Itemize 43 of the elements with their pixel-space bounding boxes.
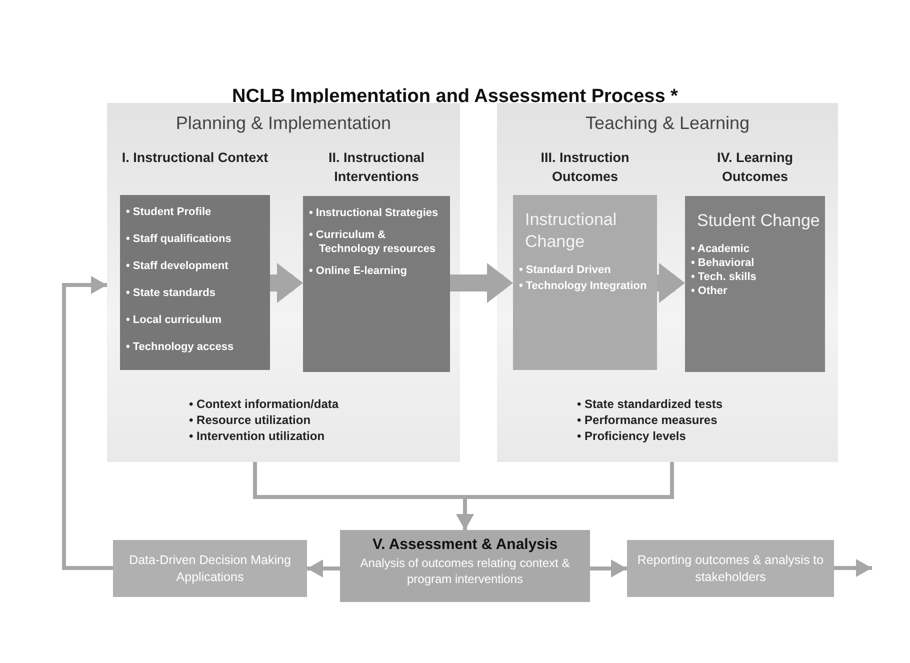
column-heading: II. Instructional Interventions	[327, 149, 426, 186]
process-box: Reporting outcomes & analysis to stakeholders	[627, 540, 834, 597]
measure-item: • Performance measures	[577, 412, 718, 428]
measure-item: • State standardized tests	[577, 396, 723, 412]
list-item: • Tech. skills	[691, 270, 758, 284]
measure-item: • Intervention utilization	[189, 428, 326, 444]
box-title: Student Change	[697, 210, 821, 232]
panel-heading: Planning & Implementation	[174, 113, 392, 134]
measure-item: • Resource utilization	[189, 412, 312, 428]
diagram-title: NCLB Implementation and Assessment Process *	[231, 86, 679, 108]
list-item: • Local curriculum	[126, 313, 223, 327]
list-item: • Online E-learning	[309, 264, 408, 278]
section-panel	[497, 103, 838, 462]
flow-arrow	[270, 263, 303, 303]
list-item: • Student Profile	[126, 205, 212, 219]
box-title: Instructional Change	[525, 209, 618, 253]
box-title: V. Assessment & Analysis	[372, 536, 558, 553]
list-item: • Behavioral	[691, 256, 756, 270]
list-item: • Technology access	[126, 340, 235, 354]
process-box: Data-Driven Decision Making Applications	[113, 540, 307, 597]
measure-item: • Proficiency levels	[577, 428, 687, 444]
section-panel	[107, 103, 460, 462]
flow-arrow	[307, 560, 340, 578]
column-heading: I. Instructional Context	[120, 149, 270, 167]
flow-arrow	[450, 263, 513, 303]
list-item: • Other	[691, 284, 728, 298]
flow-arrow	[62, 276, 113, 570]
list-item: • Staff qualifications	[126, 232, 232, 246]
flow-arrow	[590, 560, 627, 578]
list-item: • State standards	[126, 286, 216, 300]
column-heading: IV. Learning Outcomes	[716, 149, 794, 186]
column-heading: III. Instruction Outcomes	[540, 149, 630, 186]
flow-arrow	[834, 559, 872, 577]
panel-heading: Teaching & Learning	[584, 113, 751, 134]
list-item: • Instructional Strategies	[309, 206, 440, 220]
measure-item: • Context information/data	[189, 396, 339, 412]
flow-arrow	[657, 263, 685, 303]
list-item: • Standard Driven	[519, 263, 612, 277]
list-item: • Curriculum & Technology resources	[309, 228, 437, 256]
list-item: • Technology Integration	[519, 279, 648, 293]
box-description: Analysis of outcomes relating context & program interventions	[359, 555, 571, 587]
list-item: • Staff development	[126, 259, 230, 273]
list-item: • Academic	[691, 242, 750, 256]
